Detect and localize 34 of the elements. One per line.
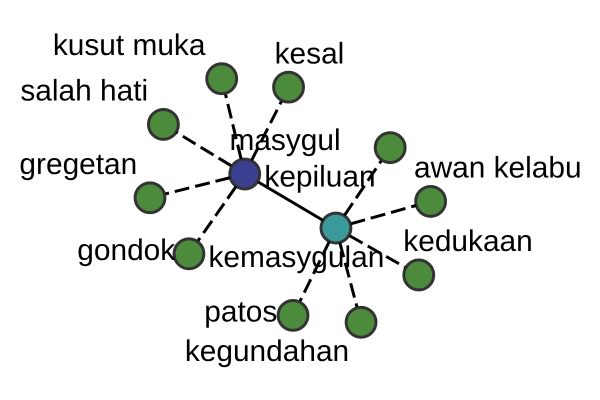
node-label: gregetan bbox=[19, 147, 138, 180]
node-label: gondok bbox=[77, 233, 176, 266]
node-label: masygul bbox=[229, 124, 341, 157]
node-circle bbox=[134, 180, 166, 214]
connector bbox=[224, 94, 243, 159]
connector bbox=[165, 176, 230, 195]
node-circle bbox=[344, 305, 378, 338]
connector bbox=[298, 240, 331, 302]
node-label: awan kelabu bbox=[414, 151, 582, 184]
node-label: salah hati bbox=[20, 74, 148, 108]
connector bbox=[338, 242, 358, 307]
node-circle bbox=[228, 157, 262, 190]
connector bbox=[348, 234, 406, 268]
connector bbox=[350, 204, 417, 225]
connector bbox=[196, 185, 238, 242]
connector bbox=[257, 180, 324, 222]
node-circle bbox=[374, 130, 407, 164]
node-label: patos bbox=[204, 294, 278, 328]
node-label: kusut muka bbox=[52, 28, 206, 62]
connector bbox=[343, 160, 382, 216]
node-circle bbox=[414, 184, 448, 218]
connector bbox=[250, 100, 283, 161]
node-circle bbox=[146, 107, 180, 140]
connector bbox=[176, 130, 232, 167]
node-circle bbox=[276, 298, 310, 332]
node-label: kedukaan bbox=[403, 224, 533, 258]
node-label: kegundahan bbox=[184, 334, 350, 368]
node-circle bbox=[272, 70, 305, 104]
node-label: kemasygulan bbox=[208, 240, 384, 274]
node-circle bbox=[402, 258, 436, 291]
node-circle bbox=[205, 62, 238, 95]
node-label: kesal bbox=[274, 36, 344, 70]
node-circle bbox=[320, 211, 352, 244]
node-label: kepiluan bbox=[264, 160, 376, 193]
